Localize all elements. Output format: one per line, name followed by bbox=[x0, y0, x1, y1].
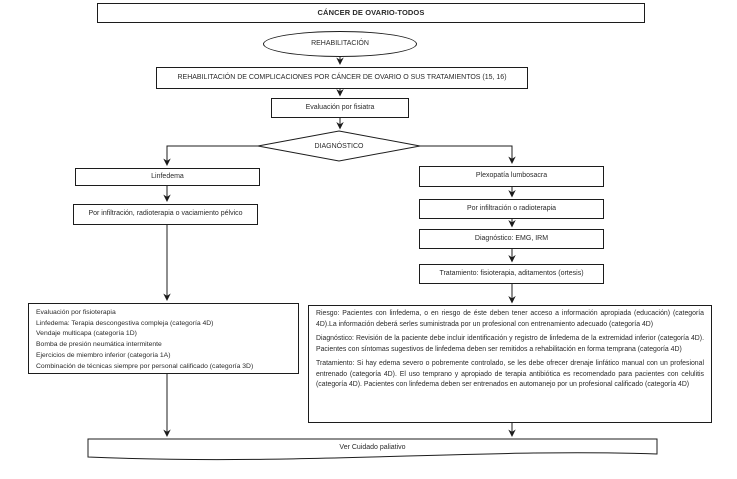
plexopatia-cause-text: Por infiltración o radioterapia bbox=[466, 204, 557, 212]
palliative-care-doc-shape bbox=[87, 438, 658, 461]
linfedema-box: Linfedema bbox=[75, 168, 260, 186]
recommendation-paragraph: Riesgo: Pacientes con linfedema, o en ri… bbox=[316, 310, 704, 328]
linfedema-treatment-box: Evaluación por fisioterapia Linfedema: T… bbox=[28, 303, 299, 374]
treatment-line: Evaluación por fisioterapia bbox=[36, 309, 116, 316]
eval-fisiatra-box: Evaluación por fisiatra bbox=[271, 98, 409, 118]
rehab-complications-box: REHABILITACIÓN DE COMPLICACIONES POR CÁN… bbox=[156, 67, 528, 89]
palliative-care-label: Ver Cuidado paliativo bbox=[88, 440, 657, 455]
plexopatia-treatment-text: Tratamiento: fisioterapia, aditamentos (… bbox=[439, 269, 584, 277]
start-label: REHABILITACIÓN bbox=[311, 39, 369, 47]
plexopatia-box: Plexopatía lumbosacra bbox=[419, 166, 604, 187]
recommendation-paragraph: Diagnóstico: Revisión de la paciente deb… bbox=[316, 334, 704, 353]
plexopatia-cause-box: Por infiltración o radioterapia bbox=[419, 199, 604, 219]
linfedema-cause-box: Por infiltración, radioterapia o vaciami… bbox=[73, 204, 258, 225]
eval-fisiatra-text: Evaluación por fisiatra bbox=[305, 103, 375, 111]
recommendation-paragraph: Tratamiento: Si hay edema severo o pobre… bbox=[316, 359, 704, 389]
linfedema-cause-text: Por infiltración, radioterapia o vaciami… bbox=[88, 210, 243, 218]
connector-diamond-to-plexopatia bbox=[420, 145, 516, 164]
title-text: CÁNCER DE OVARIO-TODOS bbox=[317, 7, 425, 17]
treatment-line: Bomba de presión neumática intermitente bbox=[36, 341, 162, 349]
diagnostico-label: DIAGNÓSTICO bbox=[258, 139, 420, 153]
start-terminator-ellipse: REHABILITACIÓN bbox=[263, 31, 417, 57]
diagnostico-diamond bbox=[257, 130, 421, 162]
plexopatia-treatment-box: Tratamiento: fisioterapia, aditamentos (… bbox=[419, 264, 604, 284]
treatment-line: Vendaje multicapa (categoría 1D) bbox=[36, 330, 137, 338]
diagnostico-text: DIAGNÓSTICO bbox=[314, 142, 364, 150]
plexopatia-diagnosis-box: Diagnóstico: EMG, IRM bbox=[419, 229, 604, 249]
plexopatia-text: Plexopatía lumbosacra bbox=[475, 172, 548, 180]
treatment-line: Ejercicios de miembro inferior (categorí… bbox=[36, 351, 171, 359]
rehab-complications-text: REHABILITACIÓN DE COMPLICACIONES POR CÁN… bbox=[177, 73, 507, 81]
title-box: CÁNCER DE OVARIO-TODOS bbox=[97, 3, 645, 23]
treatment-line: Combinación de técnicas siempre por pers… bbox=[36, 362, 254, 370]
connector-diamond-to-linfedema bbox=[163, 145, 258, 166]
recommendations-box: Riesgo: Pacientes con linfedema, o en ri… bbox=[308, 305, 712, 423]
palliative-care-text: Ver Cuidado paliativo bbox=[339, 444, 406, 451]
plexopatia-diagnosis-text: Diagnóstico: EMG, IRM bbox=[474, 234, 549, 242]
linfedema-text: Linfedema bbox=[151, 172, 184, 180]
treatment-line: Linfedema: Terapia descongestiva complej… bbox=[36, 319, 214, 327]
